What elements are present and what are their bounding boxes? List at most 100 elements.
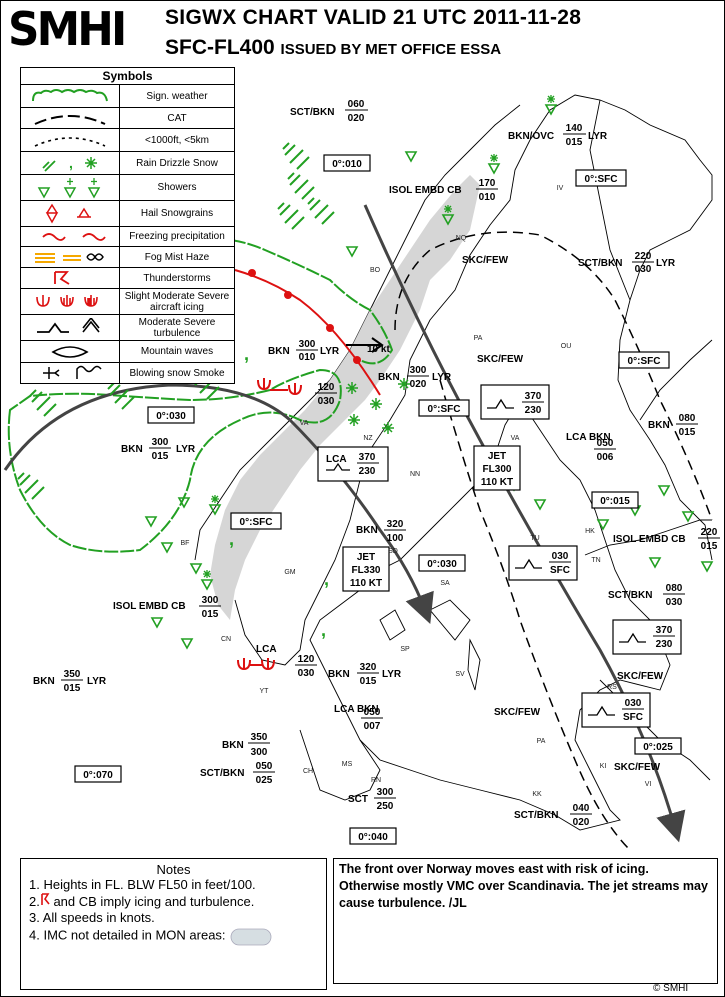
issued-by: ISSUED BY MET OFFICE ESSA [280,41,502,58]
svg-text:020: 020 [348,113,365,124]
svg-text:0°:SFC: 0°:SFC [240,517,273,528]
thunderstorm-icon [54,271,70,285]
legend-row: , Rain Drizzle Snow [21,152,234,175]
level-range: SFC-FL400 [165,36,275,59]
symbols-legend: Symbols Sign. weather CAT <1000ft, <5km … [20,67,235,384]
svg-text:120: 120 [298,654,315,665]
svg-text:SKC/FEW: SKC/FEW [462,255,509,266]
coast-sweden [309,399,671,831]
svg-text:030: 030 [298,668,315,679]
svg-text:040: 040 [573,803,590,814]
svg-text:LYR: LYR [87,676,107,687]
front-marker [326,324,334,332]
coast-lakes [379,599,471,641]
sigwx-area-north [199,237,394,365]
jet-stream-west [3,383,434,625]
svg-text:SCT/BKN: SCT/BKN [290,107,334,118]
svg-text:PA: PA [474,335,483,342]
front-marker [248,269,256,277]
svg-text:030: 030 [318,396,335,407]
svg-text:LYR: LYR [432,372,452,383]
svg-text:320: 320 [360,662,377,673]
svg-text:YT: YT [260,688,270,695]
legend-row: Slight Moderate Severe aircraft icing [21,289,234,315]
svg-text:ISOL EMBD CB: ISOL EMBD CB [113,601,186,612]
svg-text:LCA BKN: LCA BKN [566,432,611,443]
drizzle-symbol: , [321,620,326,640]
freezing-levels: 0°:010 0°:SFC 0°:030 0°:SFC 0°:SFC 0°:01… [74,154,682,845]
svg-text:SKC/FEW: SKC/FEW [617,671,664,682]
svg-text:JET: JET [488,451,506,462]
svg-text:015: 015 [701,541,718,552]
svg-text:320: 320 [387,519,404,530]
svg-text:020: 020 [573,817,590,828]
svg-text:015: 015 [679,427,696,438]
city-labels: BO NQ IV PA OU VA NZ NN VA TU HK TN SD S… [181,185,652,798]
front-marker [284,291,292,299]
drizzle-symbol: , [229,529,234,549]
svg-text:NN: NN [410,471,420,478]
svg-text:0°:010: 0°:010 [332,159,362,170]
rain-hatch [307,197,335,225]
svg-text:300: 300 [299,339,316,350]
svg-text:140: 140 [566,123,583,134]
svg-text:0°:030: 0°:030 [156,411,186,422]
mountain-waves-icon [51,345,89,358]
svg-text:LYR: LYR [656,258,676,269]
svg-text:170: 170 [479,178,496,189]
svg-text:VA: VA [511,435,520,442]
svg-text:VA: VA [300,420,309,427]
svg-text:HK: HK [585,528,595,535]
cloud-labels: SCT/BKN 060 020 BKN/OVC 140 015 LYR ISOL… [33,99,720,828]
svg-text:050: 050 [597,438,614,449]
svg-text:SV: SV [455,671,465,678]
svg-text:030: 030 [552,551,569,562]
svg-text:OU: OU [561,343,572,350]
border-finland [589,99,631,301]
drizzle-symbol: , [324,569,329,589]
legend-row: <1000ft, <5km [21,129,234,152]
svg-text:020: 020 [410,379,427,390]
freezing-precip-icon [42,232,106,241]
svg-text:230: 230 [525,405,542,416]
svg-text:SD: SD [388,548,398,555]
svg-text:PA: PA [537,738,546,745]
legend-row: CAT [21,108,234,129]
imc-area [210,175,480,620]
svg-text:080: 080 [679,413,696,424]
svg-text:230: 230 [359,466,376,477]
svg-text:015: 015 [202,609,219,620]
svg-text:SCT/BKN: SCT/BKN [578,258,622,269]
rain-hatch [287,172,315,200]
svg-text:220: 220 [635,251,652,262]
svg-text:LCA: LCA [326,454,347,465]
notes-title: Notes [156,862,191,877]
legend-row: Moderate Severe turbulence [21,315,234,341]
coast-baltic [584,519,712,556]
svg-text:006: 006 [597,452,614,463]
svg-text:0°:040: 0°:040 [358,832,388,843]
svg-text:LYR: LYR [382,669,402,680]
smhi-logo: SMHI [8,2,127,56]
svg-text:BKN: BKN [33,676,55,687]
svg-text:300: 300 [251,747,268,758]
fog-mist-haze-icon [35,253,104,263]
remarks-box: The front over Norway moves east with ri… [333,858,718,984]
legend-row: Fog Mist Haze [21,247,234,268]
front-arrow [346,337,384,353]
svg-text:0°:015: 0°:015 [600,496,630,507]
svg-text:BKN: BKN [648,420,670,431]
svg-text:015: 015 [152,451,169,462]
svg-text:230: 230 [656,639,673,650]
drizzle-symbol: , [244,344,249,364]
svg-text:025: 025 [256,775,273,786]
svg-text:,: , [69,155,73,171]
svg-text:110 KT: 110 KT [481,477,513,488]
svg-text:030: 030 [635,264,652,275]
coast-gotland [467,638,481,691]
svg-text:BO: BO [370,267,381,274]
svg-text:BKN: BKN [121,444,143,455]
low-visibility-line-icon [34,137,106,147]
legend-row: Hail Snowgrains [21,201,234,227]
